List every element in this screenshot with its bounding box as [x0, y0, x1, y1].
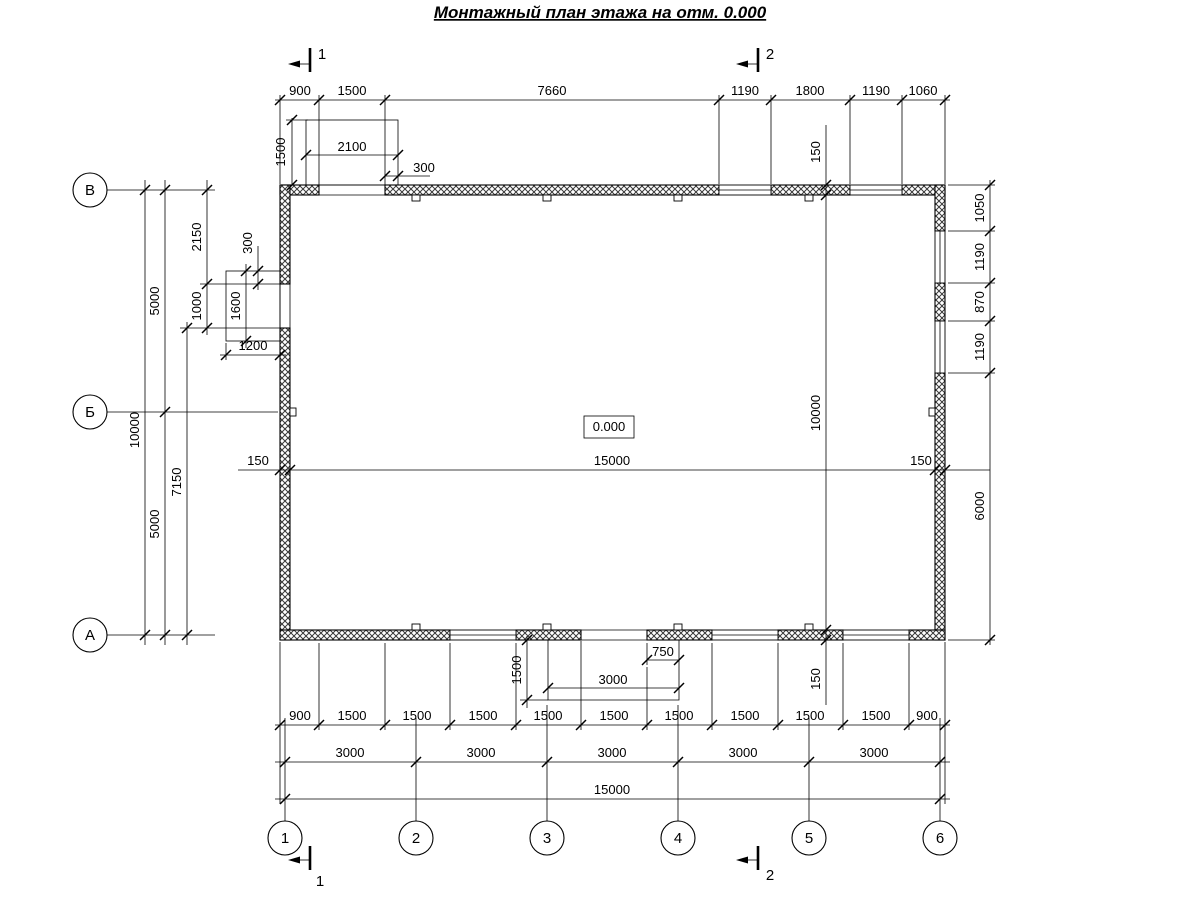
door-openings [279, 184, 647, 641]
dim-b1-1: 900 [289, 708, 311, 723]
dim-left-5000-upper: 5000 [147, 287, 162, 316]
dim-b1-9: 1500 [796, 708, 825, 723]
top-porch-outline [305, 119, 399, 186]
dim-right-870: 870 [972, 291, 987, 313]
dim-wall-right-150: 150 [910, 453, 932, 468]
dim-top-7: 1060 [909, 83, 938, 98]
dim-b2-5: 3000 [860, 745, 889, 760]
elevation-mark: 0.000 [593, 419, 626, 434]
dim-top-6: 1190 [862, 83, 890, 98]
dim-porch-offset: 300 [413, 160, 435, 175]
dim-side-porch-height: 1600 [228, 292, 243, 321]
section-label-2-bottom: 2 [766, 867, 774, 884]
drawing-title: Монтажный план этажа на отм. 0.000 [434, 3, 767, 22]
col-axis-4: 4 [674, 830, 682, 847]
dim-b2-3: 3000 [598, 745, 627, 760]
col-axis-6: 6 [936, 830, 944, 847]
row-axes: В Б А [72, 172, 278, 653]
window-right-1 [934, 230, 946, 284]
dim-top-1: 900 [289, 83, 311, 98]
window-top-1 [718, 184, 772, 196]
dim-b1-8: 1500 [731, 708, 760, 723]
dim-top-3: 7660 [538, 83, 567, 98]
window-bottom-3 [842, 629, 910, 641]
dim-right-1190a: 1190 [972, 243, 987, 271]
col-axis-2: 2 [412, 830, 420, 847]
dim-wall-bottom-150: 150 [808, 668, 823, 690]
dim-top-5: 1800 [796, 83, 825, 98]
dim-left-2150: 2150 [189, 223, 204, 252]
dim-porch-height: 1500 [273, 138, 288, 167]
window-bottom-1 [449, 629, 517, 641]
dim-entry-side: 750 [652, 644, 674, 659]
dim-wall-left-150: 150 [247, 453, 269, 468]
row-axis-b: Б [85, 404, 95, 421]
dim-left-10000: 10000 [127, 412, 142, 448]
dim-top-4: 1190 [731, 83, 759, 98]
dim-left-door-1000: 1000 [189, 292, 204, 321]
dim-b2-4: 3000 [729, 745, 758, 760]
section-mark-1-top: 1 [288, 46, 326, 72]
dim-entry: 1500 750 3000 [509, 634, 685, 708]
window-bottom-2 [711, 629, 779, 641]
dim-b1-6: 1500 [600, 708, 629, 723]
dim-wall-top-150: 150 [808, 141, 823, 163]
section-mark-2-top: 2 [736, 46, 774, 72]
building-walls [279, 184, 946, 641]
dim-right-1190b: 1190 [972, 333, 987, 361]
col-axis-5: 5 [805, 830, 813, 847]
dim-side-porch-offset: 300 [240, 232, 255, 254]
dim-side-porch: 300 1600 1200 [220, 232, 286, 361]
dim-right-6000: 6000 [972, 492, 987, 521]
embedded-marks [289, 194, 936, 631]
window-right-2 [934, 320, 946, 374]
row-axis-a: А [85, 627, 95, 644]
dim-row-top: 900 1500 7660 1190 1800 1190 1060 [274, 83, 951, 185]
row-axis-v: В [85, 182, 95, 199]
dim-b1-5: 1500 [534, 708, 563, 723]
dim-b1-3: 1500 [403, 708, 432, 723]
dim-b1-10: 1500 [862, 708, 891, 723]
dim-top-2: 1500 [338, 83, 367, 98]
dim-top-porch: 2100 1500 300 [273, 114, 435, 191]
dim-left-5000-lower: 5000 [147, 510, 162, 539]
col-axis-1: 1 [281, 830, 289, 847]
dim-rows-bottom: 900 1500 1500 1500 1500 1500 1500 1500 1… [274, 641, 951, 805]
dim-b3-total: 15000 [594, 782, 630, 797]
dim-b2-2: 3000 [467, 745, 496, 760]
section-mark-2-bottom: 2 [736, 846, 774, 884]
dim-interior: 150 10000 150 150 15000 150 0.000 [238, 125, 990, 705]
dim-porch-width: 2100 [338, 139, 367, 154]
dim-b2-1: 3000 [336, 745, 365, 760]
dim-b1-7: 1500 [665, 708, 694, 723]
section-label-1-bottom: 1 [316, 873, 324, 890]
dim-side-porch-width: 1200 [239, 338, 268, 353]
section-label-1-top: 1 [318, 46, 326, 63]
col-axis-3: 3 [543, 830, 551, 847]
dim-b1-4: 1500 [469, 708, 498, 723]
dim-entry-width: 3000 [599, 672, 628, 687]
dim-interior-width: 15000 [594, 453, 630, 468]
dim-left-7150: 7150 [169, 468, 184, 497]
dim-column-right: 1050 1190 870 1190 6000 [948, 179, 996, 646]
dim-columns-left: 2150 1000 7150 5000 5000 10000 [127, 180, 282, 645]
side-porch-outline [225, 270, 281, 342]
dim-entry-depth: 1500 [509, 656, 524, 685]
elevation-mark-box [583, 415, 635, 439]
dim-b1-2: 1500 [338, 708, 367, 723]
entry-landing-outline [547, 640, 680, 701]
dim-right-1050: 1050 [972, 194, 987, 223]
section-mark-1-bottom: 1 [288, 846, 324, 890]
dim-b1-11: 900 [916, 708, 938, 723]
dim-interior-height: 10000 [808, 395, 823, 431]
window-top-2 [849, 184, 903, 196]
column-axes: 1 2 3 4 5 6 [267, 705, 958, 856]
section-label-2-top: 2 [766, 46, 774, 63]
